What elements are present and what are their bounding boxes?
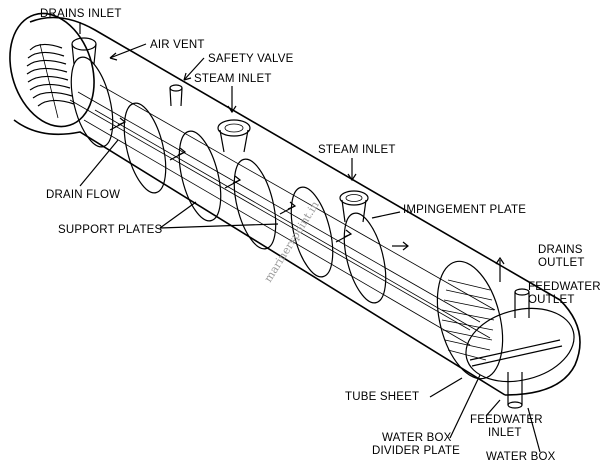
label-steam-inlet-2: STEAM INLET — [318, 144, 396, 156]
label-water-box-divider-1: WATER BOX — [382, 432, 452, 444]
label-water-box: WATER BOX — [486, 451, 556, 463]
heater-shell — [9, 12, 581, 396]
label-feedwater-inlet-1: FEEDWATER — [470, 414, 543, 426]
steam-inlet-nozzle-1 — [217, 119, 251, 153]
steam-inlet-nozzle-2 — [339, 190, 369, 223]
feedwater-inlet-nozzle — [507, 372, 523, 409]
label-drains-inlet: DRAINS INLET — [40, 8, 122, 20]
safety-valve-nozzle — [169, 84, 183, 107]
label-tube-sheet: TUBE SHEET — [345, 391, 419, 403]
label-safety-valve: SAFETY VALVE — [208, 53, 294, 65]
support-plates — [70, 56, 387, 304]
feedwater-outlet-nozzle — [514, 288, 530, 318]
label-air-vent: AIR VENT — [150, 39, 205, 51]
label-drain-flow: DRAIN FLOW — [46, 189, 120, 201]
drains-inlet-nozzle — [71, 37, 97, 65]
label-water-box-divider-2: DIVIDER PLATE — [372, 445, 460, 457]
label-feedwater-inlet-2: INLET — [488, 427, 522, 439]
label-feedwater-outlet-2: OUTLET — [528, 294, 575, 306]
drains-outlet-nozzle — [495, 256, 505, 282]
label-support-plates: SUPPORT PLATES — [58, 224, 163, 236]
label-feedwater-outlet-1: FEEDWATER — [528, 281, 600, 293]
label-drains-outlet-2: OUTLET — [538, 257, 585, 269]
water-box — [465, 307, 575, 383]
inlet-baffle-stack — [26, 43, 75, 119]
drain-flow-arrows — [109, 117, 409, 251]
tube-bundle — [69, 84, 496, 346]
label-impingement-plate: IMPINGEMENT PLATE — [403, 204, 526, 216]
leader-lines — [79, 22, 541, 453]
label-drains-outlet-1: DRAINS — [538, 244, 583, 256]
label-steam-inlet-1: STEAM INLET — [194, 73, 272, 85]
tube-sheet — [436, 260, 504, 380]
